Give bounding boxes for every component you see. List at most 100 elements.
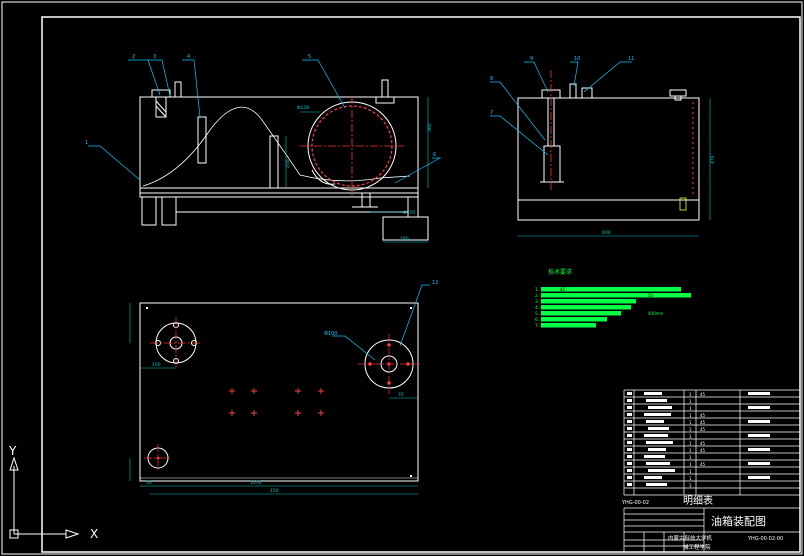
tech-note-50: 50 [648, 293, 654, 298]
technical-requirements: 技术要求 1. 2. 3. 4. 5. 6. 7. 45 50 400mm [535, 268, 691, 329]
pl-mat-3: 45 [700, 420, 706, 425]
front-callout-5: 5 [308, 54, 311, 60]
dept-name: 械工程学院 [683, 543, 711, 551]
tech-req-item-5: 5. [535, 311, 539, 317]
tech-note-45: 45 [560, 287, 566, 292]
pl-mat-7: 45 [700, 462, 706, 467]
pl-remark-text [748, 420, 770, 423]
tech-req-item-2: 2. [535, 293, 539, 299]
pl-mat-1: 45 [700, 392, 706, 397]
pl-index-text [627, 427, 632, 430]
pl-index-text [627, 413, 632, 416]
pl-index-text [627, 462, 632, 465]
pl-qty-14: 1 [689, 483, 692, 488]
pl-index-text [627, 392, 632, 395]
pl-qty-2: 1 [689, 399, 692, 404]
front-dim-phi370: Φ370 [403, 210, 415, 216]
pl-qty-8: 1 [689, 441, 692, 446]
parts-list-label: 明细表 [683, 494, 713, 507]
side-dim-470: 470 [710, 155, 716, 164]
pl-index-text [627, 434, 632, 437]
side-callout-11: 11 [628, 56, 634, 62]
pl-name-text [648, 448, 666, 451]
pl-mat-2: 45 [700, 413, 706, 418]
pl-name-text [646, 462, 670, 465]
pl-index-text [627, 455, 632, 458]
pl-index-text [627, 476, 632, 479]
top-dim-100: 100 [152, 362, 161, 368]
pl-qty-7: 1 [689, 434, 692, 439]
tech-req-item-6: 6. [535, 317, 539, 323]
title-block: 油箱装配图 内蒙古科技大学机 YHG-00-02-00 械工程学院 [668, 514, 783, 551]
front-dim-180: 180 [400, 236, 409, 242]
school-name: 内蒙古科技大学机 [668, 534, 713, 542]
pl-index-text [627, 483, 632, 486]
side-callout-10: 10 [574, 56, 580, 62]
top-dim-150: 150 [270, 488, 279, 494]
pl-index-text [627, 469, 632, 472]
top-dim-1070: 1070 [250, 480, 262, 486]
pl-mat-6: 45 [700, 448, 706, 453]
front-callout-3: 3 [153, 54, 156, 60]
pl-qty-13: 1 [689, 476, 692, 481]
top-view: 12 Φ100 100 150 1070 50 70 [129, 280, 438, 495]
top-dim-phi100: Φ100 [324, 331, 337, 337]
tech-req-item-7: 7. [535, 323, 539, 329]
front-callout-4: 4 [187, 54, 190, 60]
pl-name-text [646, 441, 673, 444]
ucs-y-label: Y [8, 444, 17, 458]
pl-name-text [644, 392, 662, 395]
pl-name-text [648, 469, 675, 472]
pl-qty-1: 1 [689, 392, 692, 397]
side-callout-8: 8 [490, 76, 493, 82]
pl-name-text [646, 483, 667, 486]
ucs-x-label: X [90, 527, 98, 541]
pl-qty-5: 1 [689, 420, 692, 425]
side-callout-7: 7 [490, 110, 493, 116]
top-dim-50: 50 [146, 480, 152, 486]
pl-name-text [648, 427, 669, 430]
pl-qty-10: 1 [689, 455, 692, 460]
pl-name-text [644, 413, 671, 416]
front-callout-6: 6 [433, 152, 436, 158]
drawing-title: 油箱装配图 [711, 514, 766, 528]
front-dim-200: 200 [285, 159, 291, 168]
pl-name-text [648, 406, 672, 409]
front-callout-1: 1 [85, 140, 88, 146]
front-dim-phi138: Φ138 [297, 105, 309, 111]
pl-remark-text [748, 406, 770, 409]
pl-qty-4: 1 [689, 413, 692, 418]
drawing-number: YHG-00-02-00 [747, 536, 783, 542]
front-dim-360: 360 [427, 123, 433, 132]
side-callout-9: 9 [530, 56, 533, 62]
pl-name-text [644, 455, 665, 458]
top-dim-70: 70 [398, 392, 404, 398]
pl-index-text [627, 406, 632, 409]
pl-name-text [644, 434, 668, 437]
pl-name-text [644, 476, 662, 479]
ucs-axis-icon [9, 456, 80, 539]
side-dim-600: 600 [602, 230, 611, 236]
tech-req-item-4: 4. [535, 305, 539, 311]
front-callout-2: 2 [132, 54, 135, 60]
pl-code: YHG-00-02 [621, 500, 649, 506]
pl-remark-text [748, 476, 770, 479]
side-view: 8 9 10 11 7 470 600 [490, 56, 716, 237]
front-view: 2 3 4 5 1 6 Φ138 360 200 Φ370 180 [85, 54, 442, 243]
pl-remark-text [748, 462, 770, 465]
pl-mat-4: 45 [700, 427, 706, 432]
pl-mat-5: 45 [700, 441, 706, 446]
tech-note-400mm: 400mm [648, 311, 664, 316]
tech-req-heading: 技术要求 [548, 268, 572, 276]
pl-qty-3: 1 [689, 406, 692, 411]
pl-qty-9: 1 [689, 448, 692, 453]
pl-qty-11: 1 [689, 462, 692, 467]
pl-index-text [627, 420, 632, 423]
parts-list-table: 1 1 1 1 1 1 1 1 1 1 1 1 1 1 45 45 45 45 … [621, 389, 801, 553]
pl-index-text [627, 448, 632, 451]
tech-req-item-1: 1. [535, 287, 539, 293]
bolt-marks [229, 388, 324, 416]
top-callout-12: 12 [432, 280, 438, 286]
